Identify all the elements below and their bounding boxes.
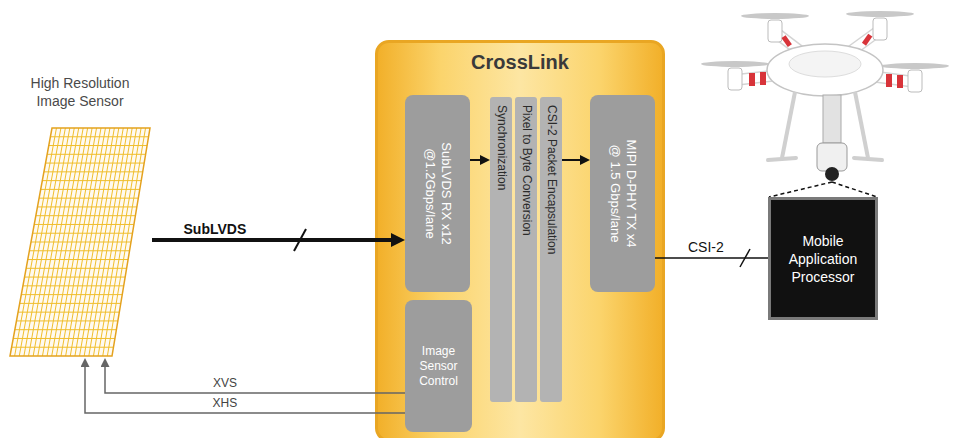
signal-name: SubLVDS [182, 221, 249, 237]
pixel-grid [33, 128, 74, 356]
camera-body [817, 143, 847, 171]
sensor-surface [10, 128, 150, 356]
signal-line [105, 363, 405, 394]
signal-line [85, 363, 405, 414]
sensor-outline [10, 128, 150, 356]
stage-label: Synchronization [494, 105, 509, 190]
fpga-block: CrossLinkSubLVDS RX x12 @1.2Gbps/lane Syn… [375, 40, 665, 438]
block-title: CrossLink [378, 43, 662, 74]
gimbal [823, 95, 841, 143]
stage-label: Pixel to Byte Conversion [519, 105, 534, 236]
drone [701, 11, 949, 181]
pixel-grid [19, 128, 61, 356]
pixel-grid [24, 128, 65, 356]
propeller [846, 11, 914, 17]
propeller [881, 63, 949, 69]
camera-lens [825, 167, 839, 181]
landing-leg [782, 92, 795, 158]
propeller [741, 13, 809, 19]
signal-name: CSI-2 [686, 239, 726, 255]
motor [873, 18, 887, 40]
processor-box: Mobile Application Processor [768, 197, 878, 320]
zoom-leader [769, 182, 832, 197]
pixel-grid [29, 128, 70, 356]
stage-label: CSI-2 Packet Encapsulation [544, 105, 559, 254]
image-sensor: High Resolution Image Sensor [8, 70, 152, 358]
block-label: MIPI D-PHY TX x4 @ 1.5 Gbps/lane [607, 136, 639, 251]
process-bar: CSI-2 Packet Encapsulation [540, 97, 562, 402]
block-label: Mobile Application Processor [777, 232, 869, 286]
red-band [749, 73, 755, 86]
landing-leg [855, 92, 868, 158]
bus-slash [740, 249, 750, 267]
landing-skid [854, 158, 882, 160]
drone-shell [789, 51, 861, 77]
red-band [886, 74, 892, 87]
block-label: SubLVDS RX x12 @1.2Gbps/lane [422, 136, 454, 251]
signal-line [655, 257, 768, 259]
red-band [760, 72, 766, 85]
motor [908, 70, 922, 92]
sensor-label: High Resolution Image Sensor [18, 70, 142, 110]
pixel-grid [15, 128, 57, 356]
bus-slash [294, 229, 306, 251]
signal-line [562, 159, 585, 161]
red-band [781, 35, 791, 47]
drone-body [767, 44, 883, 96]
receiver-block: SubLVDS RX x12 @1.2Gbps/lane [405, 95, 470, 292]
signal-name: XVS [211, 376, 239, 390]
landing-skid [768, 158, 796, 160]
propeller [701, 61, 769, 67]
zoom-leader [832, 182, 877, 197]
block-label: Image Sensor Control [409, 344, 468, 389]
pixel-grid [107, 128, 145, 356]
signal-name: XHS [211, 396, 240, 410]
sensor-array [8, 70, 152, 358]
signal-line [470, 159, 485, 161]
transmitter-block: MIPI D-PHY TX x4 @ 1.5 Gbps/lane [590, 95, 655, 292]
motor [728, 68, 742, 90]
red-band [862, 34, 872, 46]
red-band [897, 75, 903, 88]
control-block: Image Sensor Control [405, 300, 472, 432]
motor [768, 20, 782, 42]
process-bar: Synchronization [490, 97, 512, 402]
process-bar: Pixel to Byte Conversion [515, 97, 537, 402]
pixel-grid [103, 128, 141, 356]
signal-line [152, 238, 398, 242]
